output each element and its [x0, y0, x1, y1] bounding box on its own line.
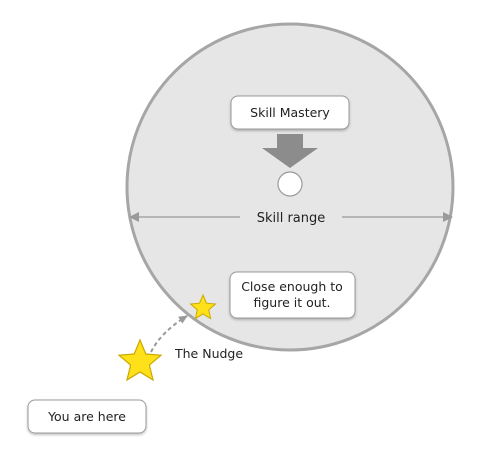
small-star-icon — [189, 293, 217, 320]
you-are-here-box — [27, 399, 147, 434]
large-star-icon — [117, 338, 163, 382]
mastery-down-arrow — [262, 134, 318, 168]
you-are-here-label: You are here — [47, 409, 126, 424]
skill-range-label: Skill range — [257, 211, 326, 226]
mastery-target-circle — [277, 171, 303, 197]
nudge-label: The Nudge — [174, 346, 243, 361]
close-enough-box — [229, 271, 356, 319]
close-enough-label-line1: Close enough to — [241, 279, 343, 294]
skill-mastery-box — [230, 95, 350, 130]
nudge-dashed-arrow — [150, 315, 188, 353]
close-enough-label-line2: figure it out. — [253, 295, 330, 310]
skill-mastery-label: Skill Mastery — [250, 105, 330, 120]
